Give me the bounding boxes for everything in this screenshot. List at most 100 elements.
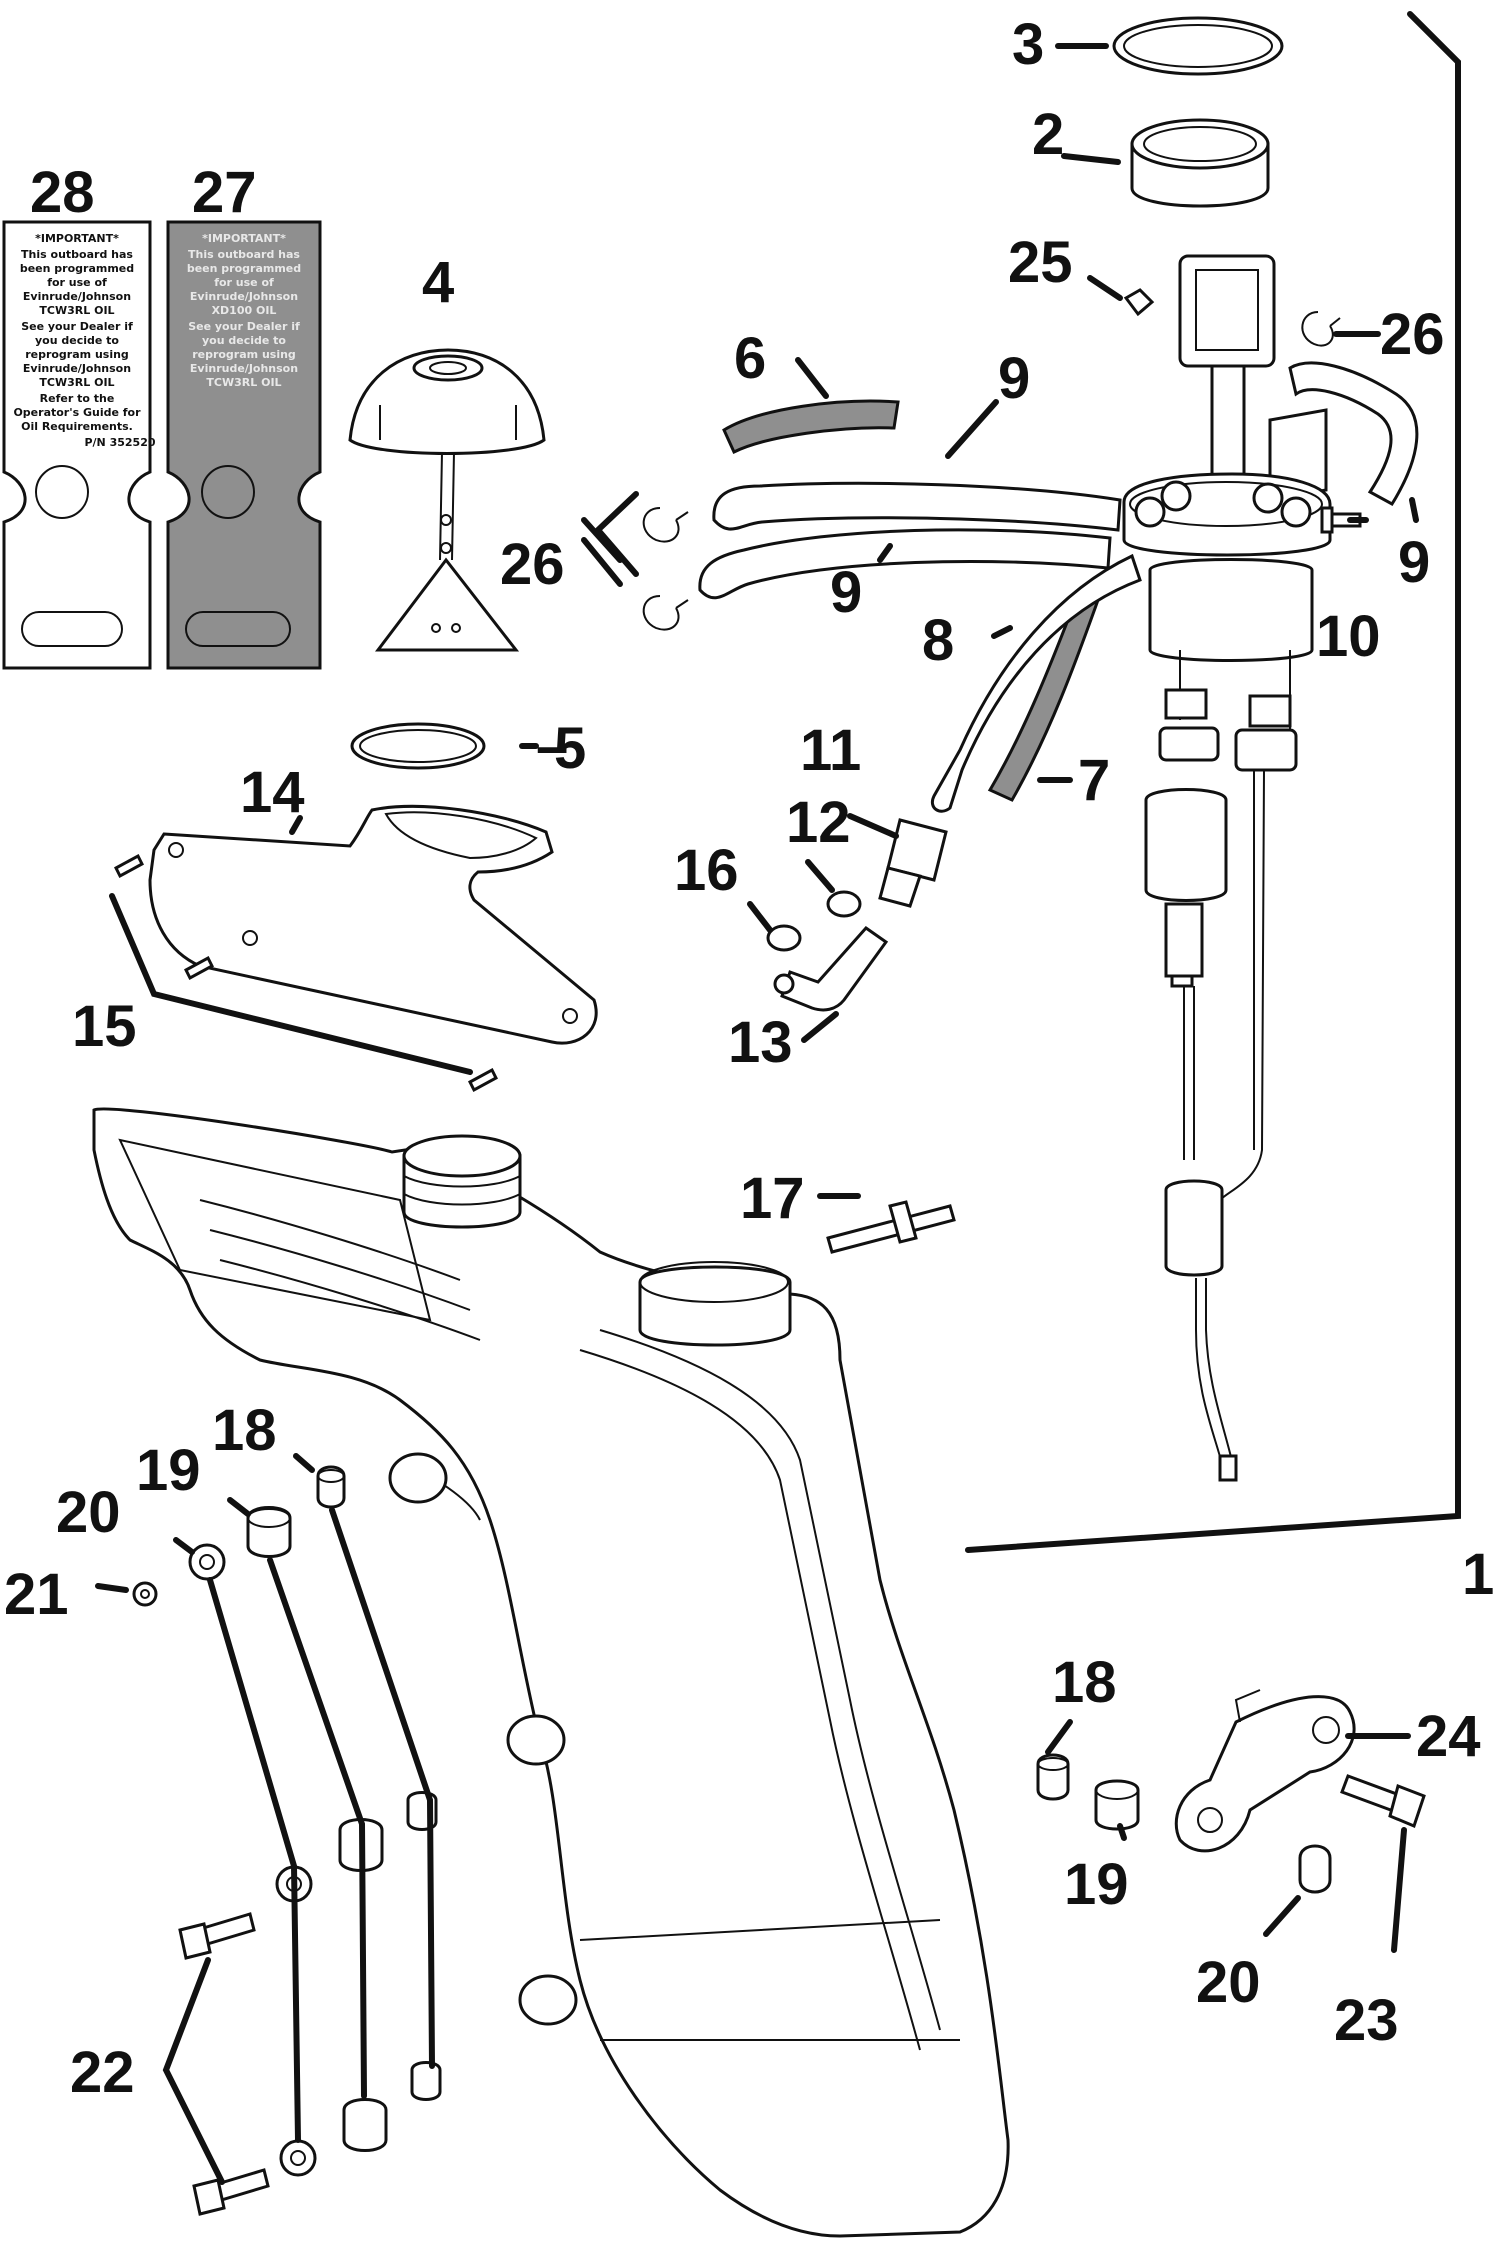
screw-part-15-c	[468, 1067, 498, 1093]
callout-1: 1	[1462, 1542, 1494, 1607]
callout-25: 25	[1008, 230, 1073, 295]
svg-text:for use of: for use of	[47, 276, 107, 289]
callout-19-left: 19	[136, 1438, 201, 1503]
braided-sleeve-part-7	[987, 592, 1100, 802]
callout-9-top: 9	[998, 346, 1030, 411]
callout-9-middle: 9	[830, 560, 862, 625]
svg-text:This outboard has: This outboard has	[21, 248, 133, 261]
screw-part-15-a	[114, 853, 144, 879]
callout-19-right: 19	[1064, 1852, 1129, 1917]
grommet-part-19-left	[246, 1506, 292, 1558]
svg-text:Evinrude/Johnson: Evinrude/Johnson	[190, 290, 298, 303]
bracket-part-24	[1174, 1689, 1356, 1853]
callout-9-right: 9	[1398, 530, 1430, 595]
decal-27: *IMPORTANT* This outboard has been progr…	[166, 220, 322, 670]
grommet-part-19-lower-b	[342, 2098, 388, 2152]
clamp-part-12	[826, 890, 862, 918]
svg-text:Refer to the: Refer to the	[40, 392, 115, 405]
callout-28: 28	[30, 160, 95, 225]
callout-5: 5	[554, 716, 586, 781]
callout-27: 27	[192, 160, 257, 225]
svg-text:Evinrude/Johnson: Evinrude/Johnson	[23, 290, 131, 303]
bolt-part-23	[1340, 1774, 1426, 1829]
callout-17: 17	[740, 1166, 805, 1231]
hose-clamp-part-26-left-b	[642, 595, 689, 631]
svg-text:reprogram using: reprogram using	[25, 348, 129, 361]
svg-text:TCW3RL OIL: TCW3RL OIL	[39, 304, 114, 317]
callout-26-left: 26	[500, 532, 565, 597]
stud-part-17	[826, 1200, 956, 1254]
decal-27-heading: *IMPORTANT*	[202, 232, 286, 245]
cover-plate-part-14	[148, 804, 598, 1045]
seal-part-2	[1130, 118, 1270, 208]
callout-21: 21	[4, 1562, 69, 1627]
decal-28-heading: *IMPORTANT*	[35, 232, 119, 245]
grommet-part-18-lower-b	[410, 2061, 442, 2101]
ring-part-3	[1112, 16, 1284, 76]
decal-28: *IMPORTANT* This outboard has been progr…	[2, 220, 156, 670]
svg-text:TCW3RL OIL: TCW3RL OIL	[39, 376, 114, 389]
braided-sleeve-part-6	[722, 399, 900, 455]
bolt-part-22-lower	[192, 2168, 270, 2216]
hose-clamp-part-26-left-a	[642, 507, 689, 543]
callout-8: 8	[922, 608, 954, 673]
grommet-part-18-right	[1036, 1753, 1070, 1801]
callout-18-left: 18	[212, 1398, 277, 1463]
svg-text:TCW3RL OIL: TCW3RL OIL	[206, 376, 281, 389]
svg-text:reprogram using: reprogram using	[192, 348, 296, 361]
callout-11: 11	[800, 718, 861, 783]
callout-6: 6	[734, 326, 766, 391]
callout-22: 22	[70, 2040, 135, 2105]
svg-text:you decide to: you decide to	[35, 334, 119, 347]
elbow-hose-part-13	[773, 926, 889, 1012]
svg-text:See your Dealer if: See your Dealer if	[21, 320, 133, 333]
callout-4: 4	[422, 250, 454, 315]
callout-15: 15	[72, 994, 137, 1059]
callout-20-right: 20	[1196, 1950, 1261, 2015]
callout-23: 23	[1334, 1988, 1399, 2053]
bolt-part-22-upper	[178, 1912, 256, 1960]
svg-text:for use of: for use of	[214, 276, 274, 289]
svg-text:P/N 352520: P/N 352520	[84, 436, 155, 449]
svg-text:XD100 OIL: XD100 OIL	[212, 304, 277, 317]
grommet-part-19-right	[1094, 1779, 1140, 1831]
callout-20-left: 20	[56, 1480, 121, 1545]
callout-7: 7	[1078, 748, 1110, 813]
clamp-part-16	[766, 924, 802, 952]
fitting-part-11	[878, 818, 948, 908]
svg-text:been programmed: been programmed	[20, 262, 134, 275]
grommet-part-18-left	[316, 1465, 346, 1509]
callout-26-top: 26	[1380, 302, 1445, 367]
fill-cap-part-4	[348, 348, 546, 652]
hose-part-9-lower	[698, 528, 1112, 600]
svg-text:This outboard has: This outboard has	[188, 248, 300, 261]
washer-part-20-right	[1298, 1844, 1332, 1894]
svg-text:See your Dealer if: See your Dealer if	[188, 320, 300, 333]
screw-part-15-b	[184, 955, 214, 981]
callout-13: 13	[728, 1010, 793, 1075]
leader-lines	[95, 11, 1461, 2185]
svg-text:Evinrude/Johnson: Evinrude/Johnson	[190, 362, 298, 375]
oil-tank	[92, 1107, 1010, 2238]
hose-part-9-right	[1288, 361, 1419, 506]
svg-text:Oil Requirements.: Oil Requirements.	[21, 420, 133, 433]
clip-part-25	[1123, 288, 1155, 317]
callout-14: 14	[240, 760, 305, 825]
callout-2: 2	[1032, 102, 1064, 167]
callout-16: 16	[674, 838, 739, 903]
callout-24: 24	[1416, 1704, 1481, 1769]
callout-10: 10	[1316, 604, 1381, 669]
hose-clamp-part-26-top	[1301, 311, 1341, 347]
svg-text:Operator's Guide for: Operator's Guide for	[13, 406, 141, 419]
callout-18-right: 18	[1052, 1650, 1117, 1715]
washer-part-20-lower-b	[279, 2139, 317, 2177]
svg-text:you decide to: you decide to	[202, 334, 286, 347]
hose-part-8	[931, 553, 1142, 813]
callout-labels: 1 2 3 4 – 5 6 7 8 9 9 9 10 11 12 13 14 1…	[4, 12, 1494, 2105]
nut-part-21	[132, 1581, 158, 1607]
callout-12: 12	[786, 790, 851, 855]
hose-part-9-upper	[712, 481, 1122, 532]
callout-3: 3	[1012, 12, 1044, 77]
fuel-pump-module-part-1	[1122, 254, 1332, 1482]
